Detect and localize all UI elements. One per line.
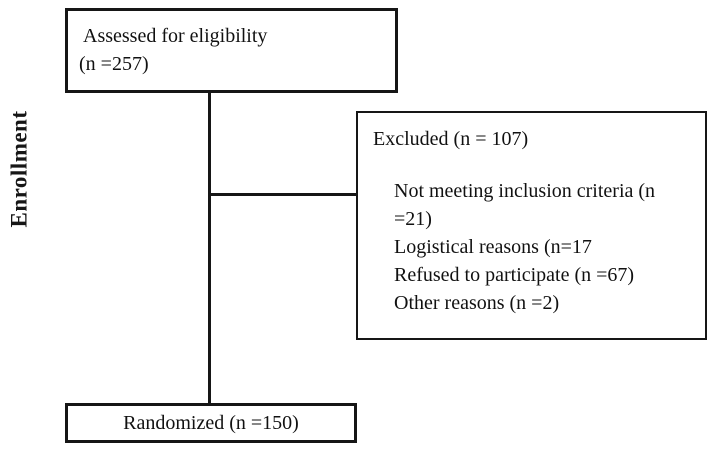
excluded-reason-item: Other reasons (n =2) [394,292,560,314]
vertical-connector-line [208,93,211,403]
assessed-box-line1: Assessed for eligibility [83,25,268,47]
randomized-box-label: Randomized (n =150) [123,412,299,434]
excluded-box: Excluded (n = 107) Not meeting inclusion… [356,111,707,340]
excluded-reason-item: Not meeting inclusion criteria (n =21) [394,180,656,230]
excluded-box-heading: Excluded (n = 107) [373,128,529,150]
enrollment-stage-label: Enrollment [7,110,32,228]
assessed-for-eligibility-box: Assessed for eligibility (n =257) [65,8,398,93]
horizontal-branch-line [208,193,356,196]
excluded-reason-item: Refused to participate (n =67) [394,264,635,286]
enrollment-stage-label-wrap: Enrollment [1,98,39,240]
excluded-reason-item: Logistical reasons (n=17 [394,236,592,258]
excluded-reasons-list: Not meeting inclusion criteria (n =21) L… [373,177,695,317]
randomized-box: Randomized (n =150) [65,403,357,443]
assessed-box-count: (n =257) [79,53,149,75]
